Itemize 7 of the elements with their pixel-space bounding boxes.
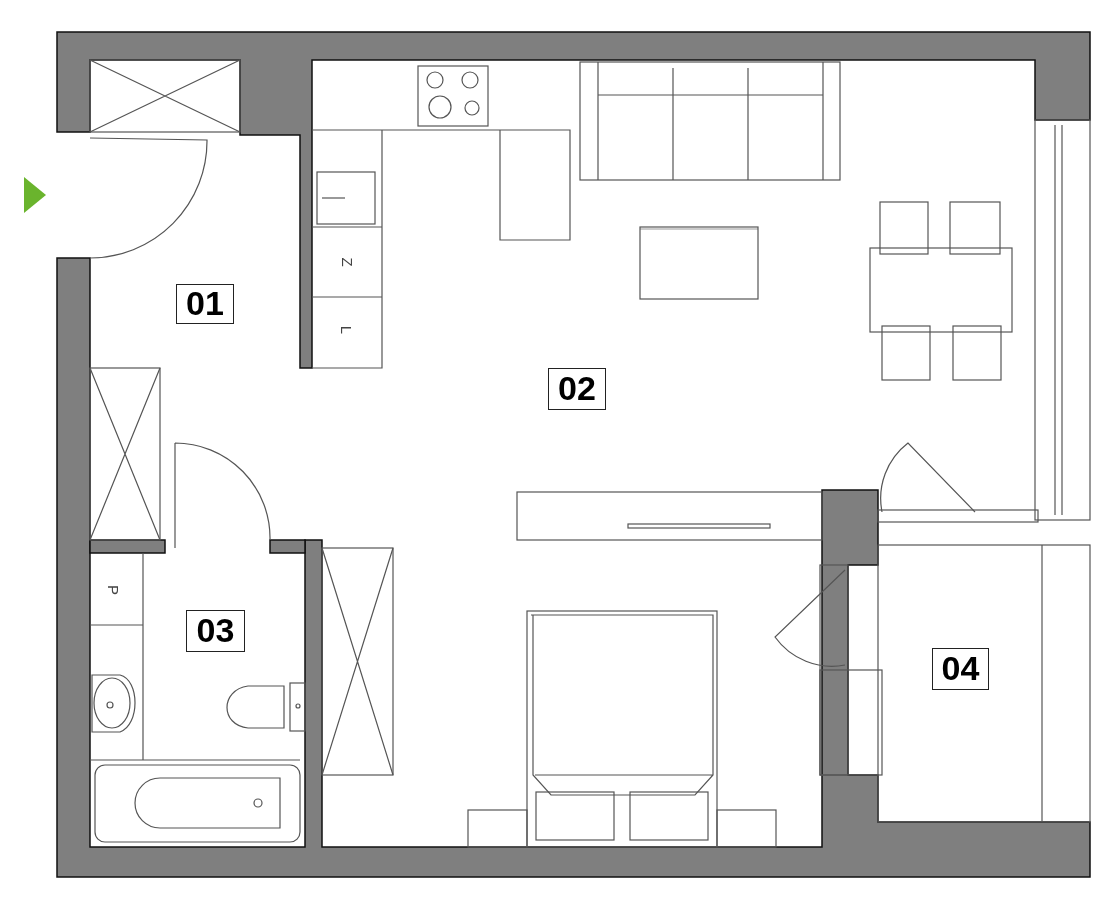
room-number: 04 — [932, 648, 989, 690]
appliance-letter: L — [338, 325, 355, 335]
room-number: 02 — [548, 368, 606, 410]
appliance-letter: P — [105, 585, 121, 595]
appliance-letter: Z — [338, 257, 355, 267]
room-number: 01 — [176, 284, 234, 324]
room-number: 03 — [186, 610, 245, 652]
